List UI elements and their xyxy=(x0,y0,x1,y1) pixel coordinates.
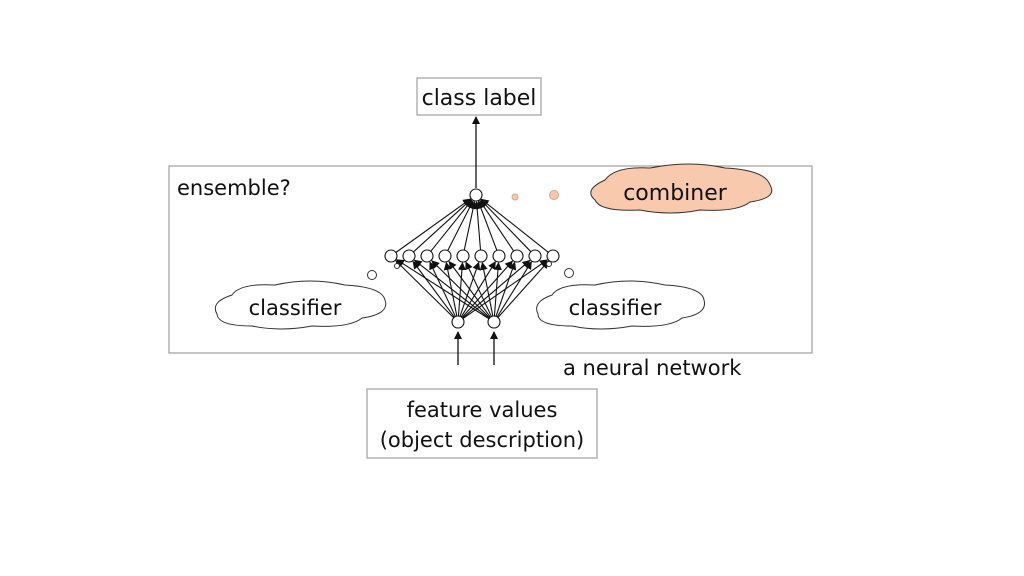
combiner-thought-bubble-small xyxy=(511,193,519,201)
input-1-to-hidden-1-edge xyxy=(413,259,490,319)
input-1-to-hidden-3-edge xyxy=(448,260,491,318)
hidden-to-output-edge-7 xyxy=(479,199,515,252)
right-classifier-label: classifier xyxy=(569,296,662,320)
input-1-to-hidden-9-edge xyxy=(497,260,550,318)
hidden-to-output-edge-8 xyxy=(480,199,532,253)
input-1-to-hidden-5-edge xyxy=(479,261,494,317)
input-1-to-hidden-7-edge xyxy=(495,261,517,317)
input-1-to-hidden-2-edge xyxy=(431,260,491,319)
input-1-to-hidden-8-edge xyxy=(496,261,532,318)
hidden-node-4 xyxy=(456,249,470,263)
left-classifier-label: classifier xyxy=(249,296,342,320)
input-node-1 xyxy=(487,315,501,329)
hidden-to-output-edge-1 xyxy=(413,199,472,253)
feature-values-line1: feature values xyxy=(407,398,558,422)
hidden-to-output-edge-3 xyxy=(447,200,474,251)
hidden-to-output-edge-9 xyxy=(480,198,549,253)
input-1-to-hidden-4-edge xyxy=(465,261,492,317)
hidden-to-output-edge-6 xyxy=(477,200,498,251)
input-1-to-hidden-0-edge xyxy=(396,259,490,320)
hidden-node-0 xyxy=(384,249,398,263)
right-thought-bubble-large xyxy=(564,268,574,278)
hidden-node-2 xyxy=(420,249,434,263)
feature-values-box xyxy=(366,388,598,459)
left-thought-bubble-small xyxy=(394,263,400,269)
input-0-to-hidden-1-edge xyxy=(412,260,455,318)
network-nodes xyxy=(384,188,560,329)
hidden-to-output-edge-5 xyxy=(473,200,482,251)
right-classifier-cloud xyxy=(536,280,706,330)
combiner-label: combiner xyxy=(623,181,728,206)
hidden-to-output-edge-2 xyxy=(430,199,473,252)
hidden-node-5 xyxy=(474,249,488,263)
ensemble-label: ensemble? xyxy=(177,176,291,200)
hidden-node-8 xyxy=(528,249,542,263)
input-1-to-hidden-6-edge xyxy=(493,261,502,317)
combiner-thought-bubble-medium xyxy=(549,190,559,200)
class-label-box xyxy=(416,77,542,116)
left-classifier-cloud xyxy=(214,280,387,330)
neural-network-label: a neural network xyxy=(563,356,742,380)
feature-values-line2: (object description) xyxy=(380,428,585,452)
left-thought-bubble-large xyxy=(367,270,377,280)
hidden-to-output-edge-0 xyxy=(395,198,472,253)
class-label-text: class label xyxy=(422,86,537,111)
input-node-0 xyxy=(451,315,465,329)
ensemble-box xyxy=(168,165,813,354)
hidden-to-output-edge-4 xyxy=(463,200,477,251)
output-node xyxy=(469,188,483,202)
combiner-cloud xyxy=(590,163,773,214)
hidden-node-9 xyxy=(546,249,560,263)
input-0-to-hidden-0-edge xyxy=(395,260,455,319)
hidden-node-7 xyxy=(510,249,524,263)
hidden-node-1 xyxy=(402,249,416,263)
hidden-node-3 xyxy=(438,249,452,263)
right-thought-bubble-small xyxy=(546,261,552,267)
hidden-node-6 xyxy=(492,249,506,263)
network-connections xyxy=(395,198,550,320)
